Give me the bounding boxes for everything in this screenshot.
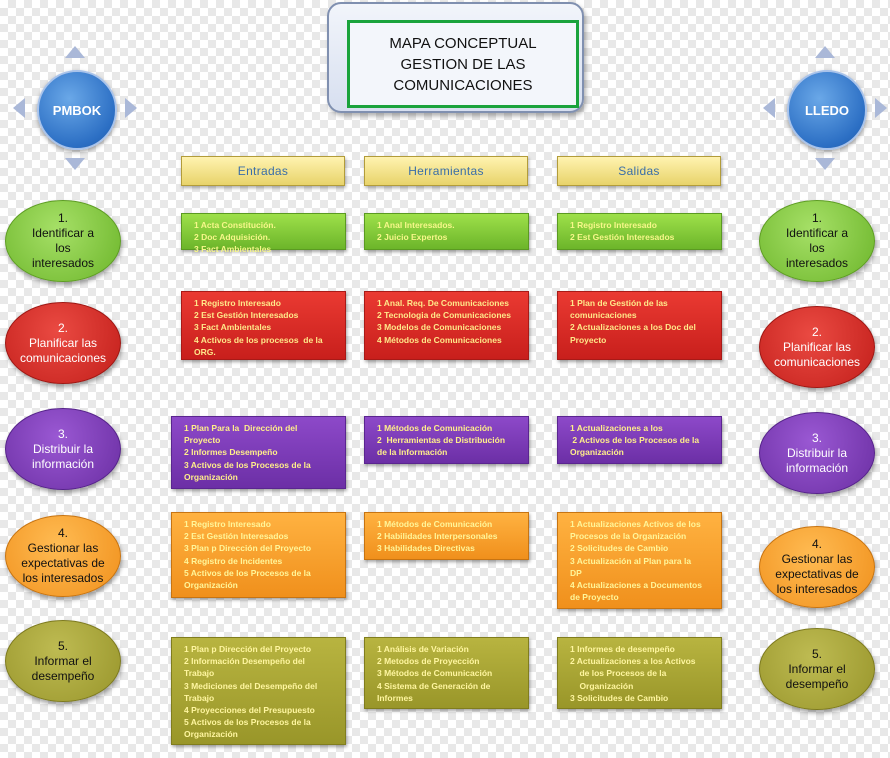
- arrow-left-icon: [13, 98, 25, 118]
- page-title: MAPA CONCEPTUAL GESTION DE LAS COMUNICAC…: [347, 20, 579, 108]
- arrow-up-icon: [65, 46, 85, 58]
- cell-herramientas-2: 1 Anal. Req. De Comunicaciones 2 Tecnolo…: [364, 291, 529, 360]
- cell-herramientas-3: 1 Métodos de Comunicación 2 Herramientas…: [364, 416, 529, 464]
- step-right-1: 1. Identificar a los interesados: [759, 200, 875, 282]
- cell-salidas-4: 1 Actualizaciones Activos de los Proceso…: [557, 512, 722, 609]
- step-left-4: 4. Gestionar las expectativas de los int…: [5, 515, 121, 597]
- title-panel: MAPA CONCEPTUAL GESTION DE LAS COMUNICAC…: [327, 2, 584, 113]
- step-left-2: 2. Planificar las comunicaciones: [5, 302, 121, 384]
- step-right-3: 3. Distribuir la información: [759, 412, 875, 494]
- cell-herramientas-4: 1 Métodos de Comunicación 2 Habilidades …: [364, 512, 529, 560]
- cell-entradas-1: 1 Acta Constitución. 2 Doc Adquisición. …: [181, 213, 346, 254]
- arrow-down-icon: [65, 158, 85, 170]
- column-header-herramientas: Herramientas: [364, 156, 528, 186]
- arrow-right-icon: [875, 98, 887, 118]
- cell-entradas-4: 1 Registro Interesado 2 Est Gestión Inte…: [171, 512, 346, 598]
- cell-herramientas-5: 1 Análisis de Variación 2 Metodos de Pro…: [364, 637, 529, 709]
- cell-herramientas-1: 1 Anal Interesados. 2 Juicio Expertos: [364, 213, 529, 250]
- step-left-5: 5. Informar el desempeño: [5, 620, 121, 702]
- column-header-entradas: Entradas: [181, 156, 345, 186]
- column-header-salidas: Salidas: [557, 156, 721, 186]
- pmbok-badge-group: PMBOK: [13, 46, 137, 170]
- cell-salidas-1: 1 Registro Interesado 2 Est Gestión Inte…: [557, 213, 722, 250]
- step-right-5: 5. Informar el desempeño: [759, 628, 875, 710]
- step-left-3: 3. Distribuir la información: [5, 408, 121, 490]
- arrow-up-icon: [815, 46, 835, 58]
- arrow-right-icon: [125, 98, 137, 118]
- pmbok-badge: PMBOK: [37, 70, 117, 150]
- step-right-4: 4. Gestionar las expectativas de los int…: [759, 526, 875, 608]
- step-left-1: 1. Identificar a los interesados: [5, 200, 121, 282]
- cell-salidas-5: 1 Informes de desempeño 2 Actualizacione…: [557, 637, 722, 709]
- step-right-2: 2. Planificar las comunicaciones: [759, 306, 875, 388]
- cell-salidas-3: 1 Actualizaciones a los 2 Activos de los…: [557, 416, 722, 464]
- cell-entradas-2: 1 Registro Interesado 2 Est Gestión Inte…: [181, 291, 346, 360]
- lledo-badge-group: LLEDO: [763, 46, 887, 170]
- lledo-badge: LLEDO: [787, 70, 867, 150]
- cell-entradas-3: 1 Plan Para la Dirección del Proyecto 2 …: [171, 416, 346, 489]
- arrow-left-icon: [763, 98, 775, 118]
- arrow-down-icon: [815, 158, 835, 170]
- cell-entradas-5: 1 Plan p Dirección del Proyecto 2 Inform…: [171, 637, 346, 745]
- cell-salidas-2: 1 Plan de Gestión de las comunicaciones …: [557, 291, 722, 360]
